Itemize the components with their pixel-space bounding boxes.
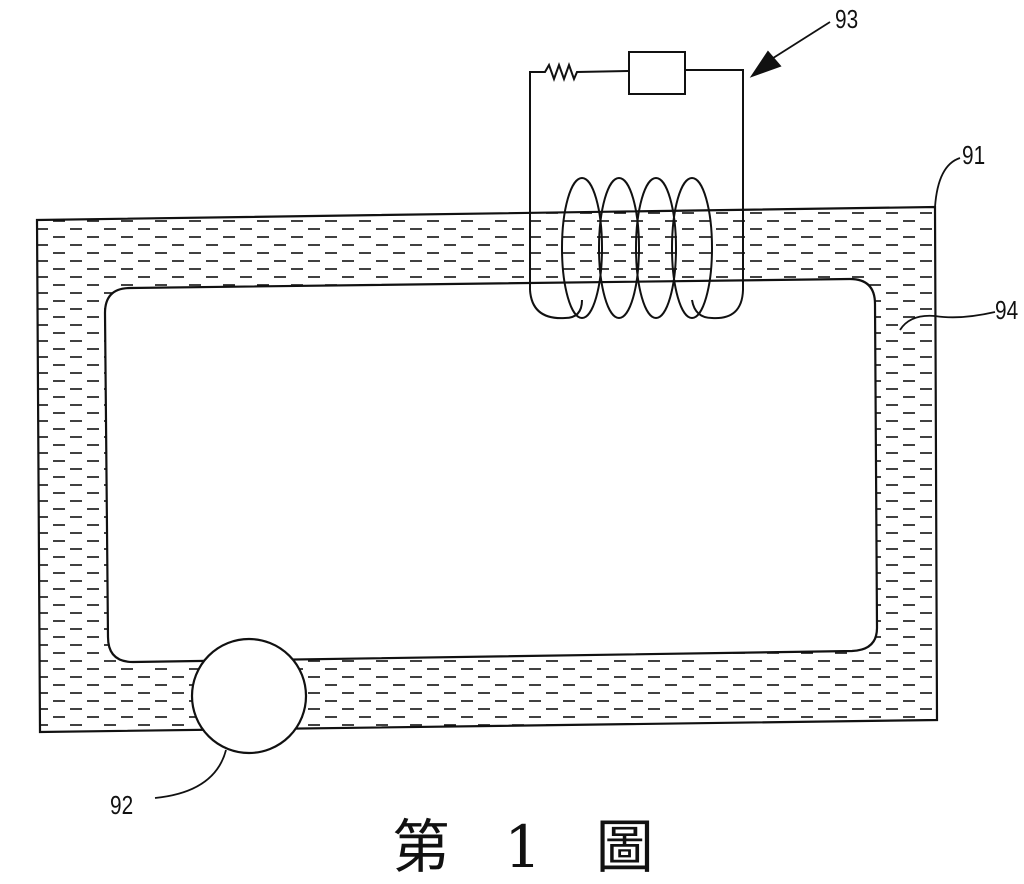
leader-93: [769, 21, 831, 61]
pump-circle: [190, 637, 308, 755]
coil-turn: [561, 177, 603, 319]
leader-92: [154, 749, 227, 799]
pump-92: [190, 637, 308, 755]
label-94: 94: [995, 295, 1019, 325]
leader-lines: [154, 21, 996, 799]
coil-lead-right: [691, 289, 744, 320]
resistor: [529, 62, 629, 290]
leader-94: [899, 311, 996, 331]
coil-lead-left: [529, 289, 583, 320]
leader-91: [934, 157, 961, 208]
coil-turn: [598, 177, 640, 319]
coil-turn: [635, 177, 677, 319]
label-91: 91: [962, 140, 986, 170]
right-wire: [685, 69, 744, 290]
figure-caption: 第 1 圖: [392, 813, 672, 881]
power-source-box: [628, 51, 686, 95]
arrowhead-93: [749, 50, 782, 78]
label-92: 92: [110, 790, 134, 820]
coil-circuit-93: [529, 51, 744, 320]
label-93: 93: [835, 4, 859, 34]
coil-turn: [671, 177, 713, 319]
inner-boundary: [103, 277, 879, 664]
